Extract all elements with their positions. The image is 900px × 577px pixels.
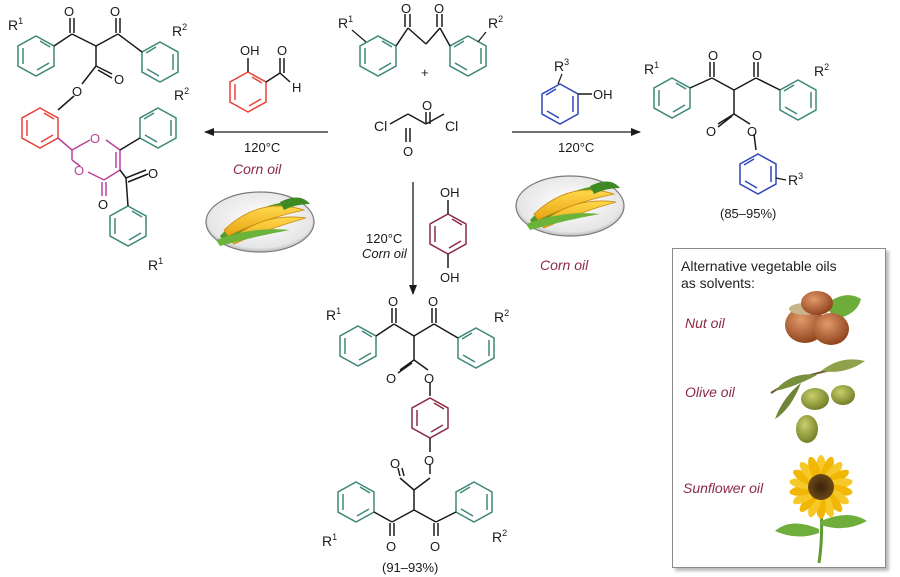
atom-o: O (422, 98, 432, 113)
nut-oil-label: Nut oil (685, 315, 725, 331)
atom-o: O (114, 72, 124, 87)
atom-o: O (110, 4, 120, 19)
panel-title-line1: Alternative vegetable oils (681, 258, 837, 274)
down-arrow-solvent: Corn oil (362, 246, 408, 261)
atom-o: O (708, 48, 718, 63)
atom-o: O (74, 163, 84, 178)
olive-icon (770, 359, 865, 443)
substituted-phenol (541, 73, 592, 125)
atom-oh: OH (593, 87, 613, 102)
atom-h: H (292, 80, 301, 95)
bottom-product-yield: (91–93%) (382, 560, 438, 575)
sunflower-oil-label: Sunflower oil (683, 480, 764, 496)
atom-o: O (424, 371, 434, 386)
atom-o: O (98, 197, 108, 212)
r1-label: R1 (8, 16, 23, 33)
plus-sign: + (421, 65, 429, 80)
hydroquinone (429, 200, 467, 268)
atom-o: O (72, 84, 82, 99)
left-arrow-solvent: Corn oil (233, 161, 282, 177)
r3-label: R3 (788, 171, 803, 188)
dioxinone-product (17, 18, 179, 247)
atom-o: O (747, 124, 757, 139)
bis-ester-product (337, 308, 495, 536)
r2-label: R2 (172, 22, 187, 39)
atom-o: O (424, 453, 434, 468)
corn-on-plate-icon (515, 175, 625, 237)
left-arrow-temp: 120°C (244, 140, 280, 155)
panel-title-line2: as solvents: (681, 275, 755, 291)
atom-o: O (428, 294, 438, 309)
r1-label: R1 (644, 60, 659, 77)
r2-label: R2 (488, 14, 503, 31)
atom-o: O (148, 166, 158, 181)
atom-oh: OH (240, 43, 260, 58)
atom-o: O (390, 456, 400, 471)
olive-oil-label: Olive oil (685, 384, 735, 400)
corn-on-plate-icon (205, 191, 315, 253)
r2-label: R2 (492, 528, 507, 545)
r2-label: R2 (174, 86, 189, 103)
atom-o: O (388, 294, 398, 309)
r2-label: R2 (494, 308, 509, 325)
atom-o: O (64, 4, 74, 19)
atom-o: O (752, 48, 762, 63)
atom-o: O (401, 1, 411, 16)
r2-label: R2 (814, 62, 829, 79)
atom-o: O (90, 131, 100, 146)
r3-label: R3 (554, 57, 569, 74)
diketone-reactant (359, 14, 487, 77)
atom-o: O (434, 1, 444, 16)
r1-label: R1 (322, 532, 337, 549)
atom-cl: Cl (374, 118, 387, 134)
down-arrow-temp: 120°C (366, 231, 402, 246)
atom-o: O (386, 539, 396, 554)
alternative-oils-panel: Alternative vegetable oils as solvents: … (672, 248, 886, 568)
aryl-ester-product (653, 62, 817, 195)
right-product-yield: (85–95%) (720, 206, 776, 221)
atom-o: O (403, 144, 413, 159)
r1-label: R1 (148, 256, 163, 273)
salicylaldehyde (229, 58, 291, 113)
atom-o: O (277, 43, 287, 58)
hazelnut-icon (785, 291, 861, 345)
oxalyl-chloride (389, 112, 445, 142)
atom-oh: OH (440, 270, 460, 285)
r1-label: R1 (338, 14, 353, 31)
atom-o: O (706, 124, 716, 139)
atom-o: O (386, 371, 396, 386)
right-arrow-temp: 120°C (558, 140, 594, 155)
right-arrow-solvent: Corn oil (540, 257, 589, 273)
sunflower-icon (775, 455, 867, 563)
atom-cl: Cl (445, 118, 458, 134)
atom-oh: OH (440, 185, 460, 200)
atom-o: O (430, 539, 440, 554)
r1-label: R1 (326, 306, 341, 323)
